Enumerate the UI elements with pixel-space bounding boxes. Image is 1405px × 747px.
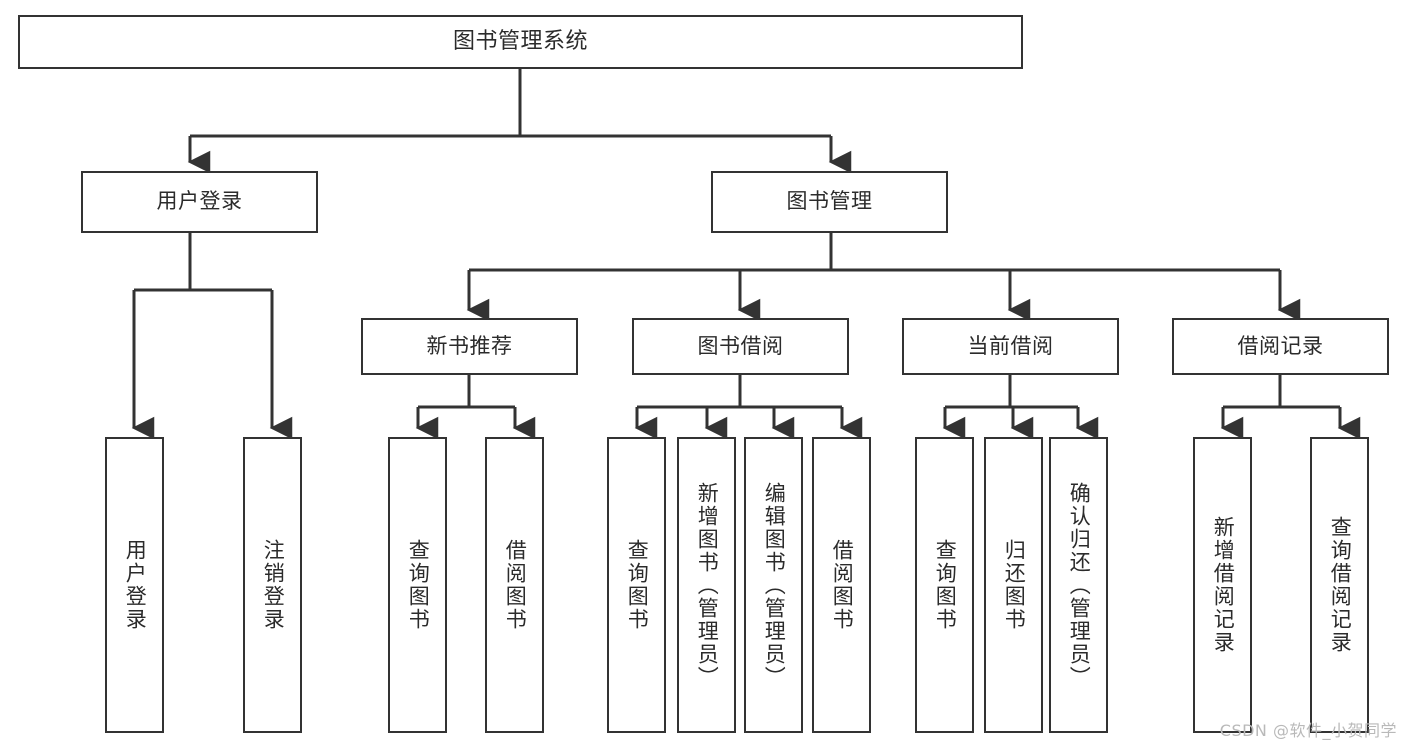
leaf-current-borrow-2[interactable]: 归还图书 <box>984 437 1043 733</box>
leaf-user-login-2-label: 注销登录 <box>261 539 286 631</box>
csdn-watermark: CSDN @软件_小贺同学 <box>1219 721 1397 740</box>
leaf-borrow-record-2-label: 查询借阅记录 <box>1328 516 1353 654</box>
leaf-book-borrow-1-label: 查询图书 <box>625 539 650 631</box>
leaf-book-borrow-4-label: 借阅图书 <box>830 539 855 631</box>
node-new-book-recommend[interactable]: 新书推荐 <box>361 318 578 375</box>
leaf-new-book-1[interactable]: 查询图书 <box>388 437 447 733</box>
leaf-current-borrow-1[interactable]: 查询图书 <box>915 437 974 733</box>
leaf-borrow-record-1[interactable]: 新增借阅记录 <box>1193 437 1252 733</box>
node-root-label: 图书管理系统 <box>452 28 588 54</box>
leaf-book-borrow-4[interactable]: 借阅图书 <box>812 437 871 733</box>
leaf-user-login-1[interactable]: 用户登录 <box>105 437 164 733</box>
node-new-book-recommend-label: 新书推荐 <box>426 333 513 358</box>
leaf-new-book-1-label: 查询图书 <box>406 539 431 631</box>
leaf-book-borrow-2-label: 新增图书（管理员） <box>695 481 720 689</box>
node-current-borrow[interactable]: 当前借阅 <box>902 318 1119 375</box>
leaf-current-borrow-3-label: 确认归还（管理员） <box>1067 481 1092 689</box>
leaf-book-borrow-3-label: 编辑图书（管理员） <box>762 481 787 689</box>
node-book-management[interactable]: 图书管理 <box>711 171 948 233</box>
leaf-user-login-1-label: 用户登录 <box>123 539 148 631</box>
node-book-management-label: 图书管理 <box>786 189 873 214</box>
node-borrow-record[interactable]: 借阅记录 <box>1172 318 1389 375</box>
leaf-user-login-2[interactable]: 注销登录 <box>243 437 302 733</box>
leaf-book-borrow-3[interactable]: 编辑图书（管理员） <box>744 437 803 733</box>
leaf-current-borrow-3[interactable]: 确认归还（管理员） <box>1049 437 1108 733</box>
node-borrow-record-label: 借阅记录 <box>1237 333 1324 358</box>
leaf-new-book-2[interactable]: 借阅图书 <box>485 437 544 733</box>
leaf-borrow-record-2[interactable]: 查询借阅记录 <box>1310 437 1369 733</box>
node-book-borrow[interactable]: 图书借阅 <box>632 318 849 375</box>
leaf-new-book-2-label: 借阅图书 <box>503 539 528 631</box>
leaf-book-borrow-2[interactable]: 新增图书（管理员） <box>677 437 736 733</box>
leaf-book-borrow-1[interactable]: 查询图书 <box>607 437 666 733</box>
node-root[interactable]: 图书管理系统 <box>18 15 1023 69</box>
node-current-borrow-label: 当前借阅 <box>967 333 1054 358</box>
node-book-borrow-label: 图书借阅 <box>697 333 784 358</box>
leaf-current-borrow-1-label: 查询图书 <box>933 539 958 631</box>
leaf-current-borrow-2-label: 归还图书 <box>1002 539 1027 631</box>
leaf-borrow-record-1-label: 新增借阅记录 <box>1211 516 1236 654</box>
node-user-login-label: 用户登录 <box>156 189 243 214</box>
node-user-login[interactable]: 用户登录 <box>81 171 318 233</box>
